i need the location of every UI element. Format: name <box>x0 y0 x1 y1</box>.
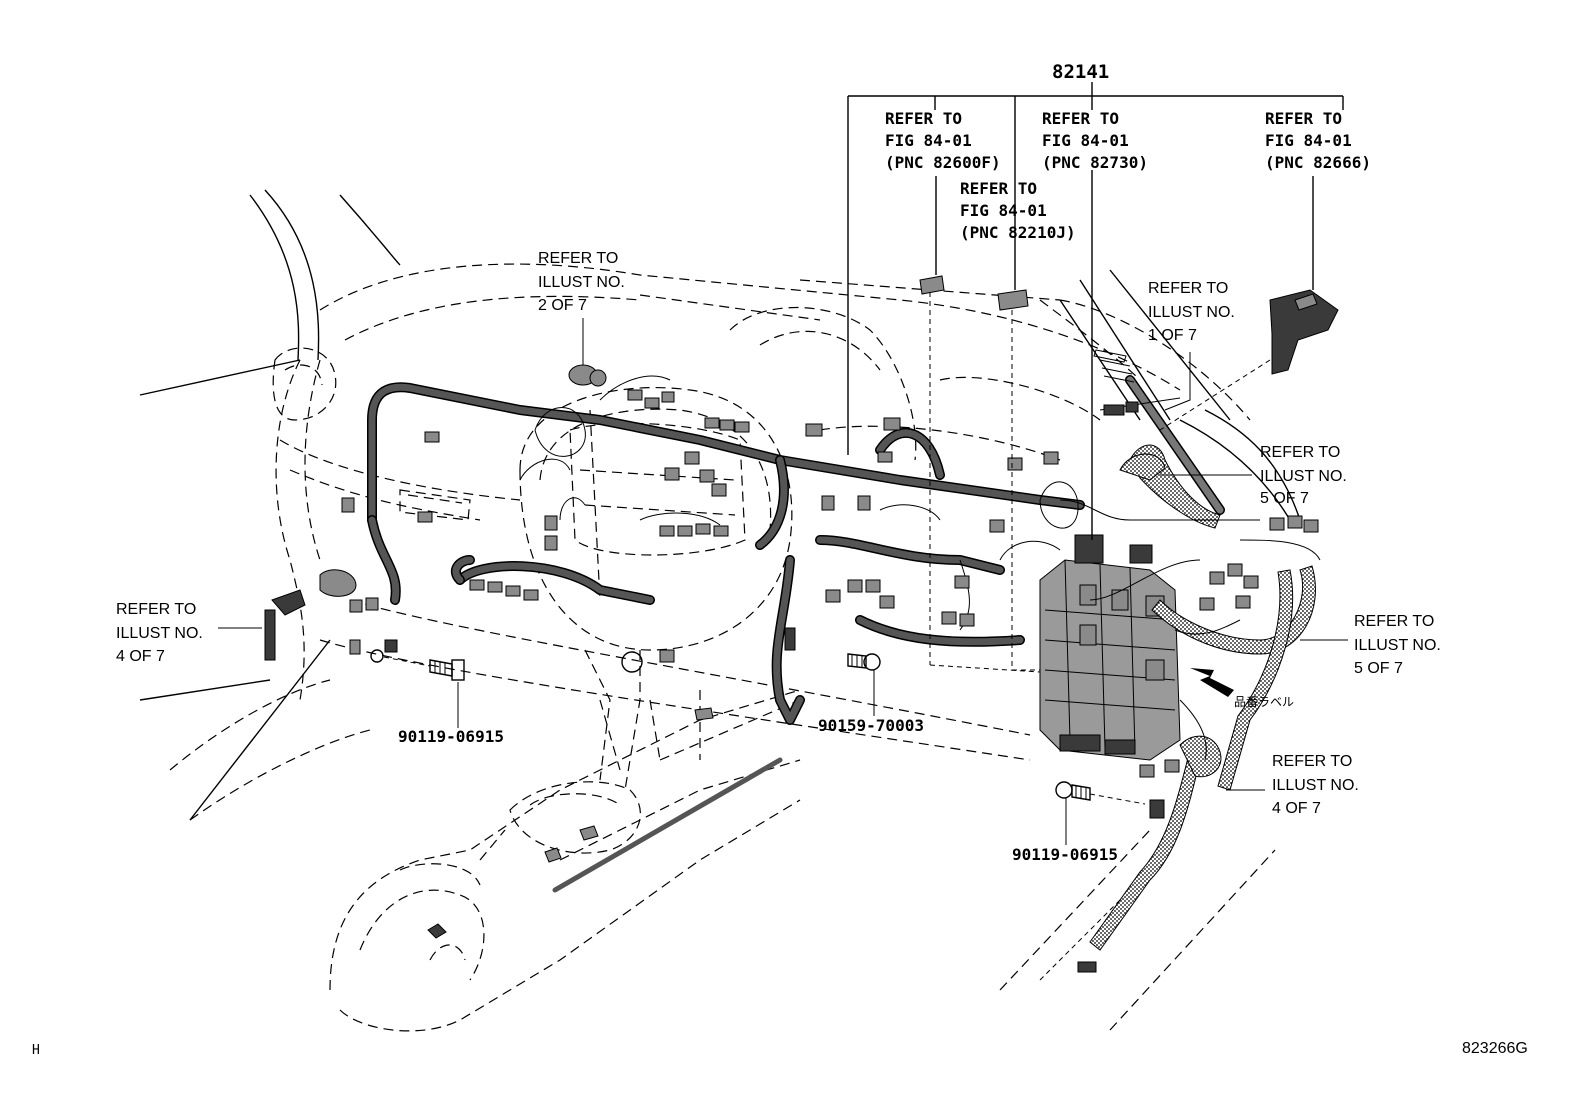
refer-fig-82600f: REFER TO FIG 84-01 (PNC 82600F) <box>885 109 1001 172</box>
junction-block <box>1039 534 1234 761</box>
bolt-center <box>847 653 881 671</box>
corner-mark: H <box>32 1043 40 1058</box>
bolt-left-part-number: 90119-06915 <box>398 727 504 746</box>
illustration-id: 823266G <box>1462 1040 1528 1057</box>
refer-fig-82210j: REFER TO FIG 84-01 (PNC 82210J) <box>960 179 1076 242</box>
refer-illust-1-of-7: REFER TO ILLUST NO. 1 OF 7 <box>1148 280 1239 344</box>
refer-illust-5-of-7-upper: REFER TO ILLUST NO. 5 OF 7 <box>1260 444 1351 507</box>
part-label-note: 品番ラベル <box>1234 695 1294 709</box>
side-harnesses <box>1059 349 1321 951</box>
refer-fig-82730: REFER TO FIG 84-01 (PNC 82730) <box>1042 109 1148 172</box>
leader-lines <box>218 82 1348 845</box>
bolt-right-part-number: 90119-06915 <box>1012 845 1118 864</box>
refer-illust-4-of-7-right: REFER TO ILLUST NO. 4 OF 7 <box>1272 753 1363 817</box>
vehicle-body-outline <box>139 189 1301 1031</box>
callout-labels: 82141 REFER TO FIG 84-01 (PNC 82600F) RE… <box>32 61 1528 1058</box>
refer-illust-4-of-7-left: REFER TO ILLUST NO. 4 OF 7 <box>116 601 207 665</box>
refer-illust-5-of-7-lower: REFER TO ILLUST NO. 5 OF 7 <box>1354 613 1445 677</box>
refer-illust-2-of-7: REFER TO ILLUST NO. 2 OF 7 <box>538 250 629 314</box>
main-wire-harness <box>367 375 1085 725</box>
refer-fig-82666: REFER TO FIG 84-01 (PNC 82666) <box>1265 109 1371 172</box>
part-number-82141: 82141 <box>1052 61 1109 83</box>
bolt-center-part-number: 90159-70003 <box>818 716 924 735</box>
bolt-left <box>370 649 465 681</box>
connectors <box>264 275 1339 973</box>
center-console <box>329 689 801 1032</box>
bolt-right <box>1055 781 1146 805</box>
